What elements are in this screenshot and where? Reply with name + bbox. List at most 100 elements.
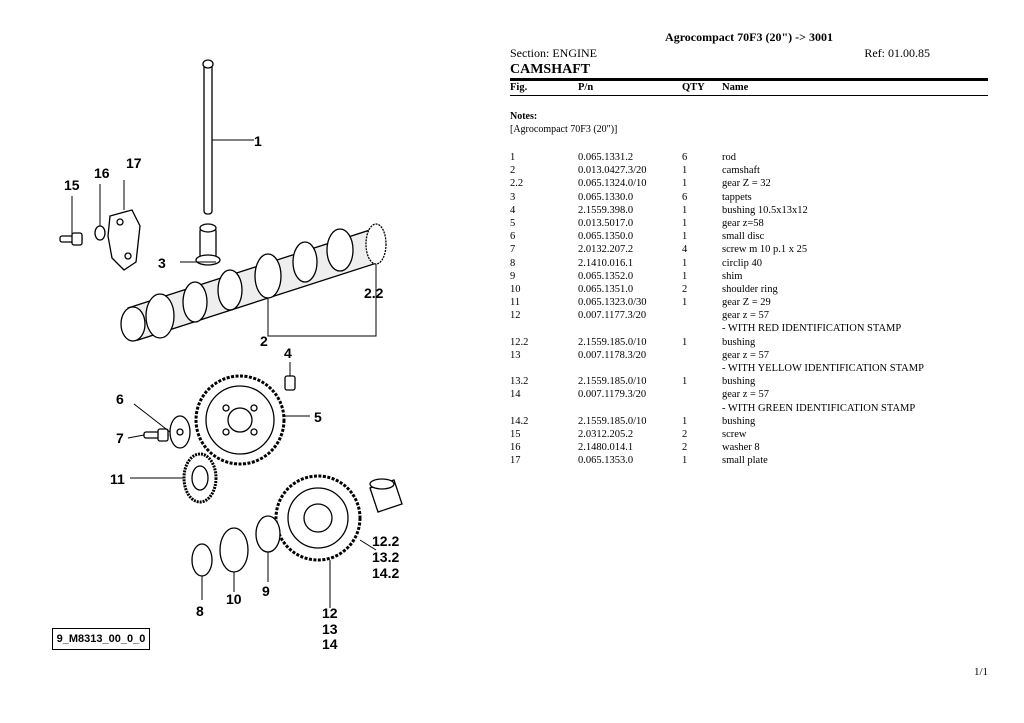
row-fig: 14.2 xyxy=(510,415,529,427)
washer-drawing xyxy=(94,225,106,241)
row-fig: 5 xyxy=(510,217,516,229)
row-fig: 14 xyxy=(510,389,521,401)
row-qty: 2 xyxy=(682,428,688,440)
row-fig: 2.2 xyxy=(510,178,524,190)
callout-7: 7 xyxy=(116,430,124,446)
callout-3: 3 xyxy=(158,255,166,271)
row-qty: 1 xyxy=(682,165,688,177)
exploded-parts-diagram: 1 2 2.2 3 4 5 6 7 8 9 10 11 12 13 14 12.… xyxy=(40,40,480,660)
header-pn: P/n xyxy=(578,82,594,93)
gear-12-drawing xyxy=(274,474,362,562)
row-part-number: 0.013.0427.3/20 xyxy=(578,165,647,177)
row-name: - WITH YELLOW IDENTIFICATION STAMP xyxy=(722,363,924,374)
row-fig: 17 xyxy=(510,455,521,467)
row-qty: 1 xyxy=(682,455,688,467)
row-part-number: 0.065.1331.2 xyxy=(578,152,634,163)
notes-block: Notes: [Agrocompact 70F3 (20")] xyxy=(510,110,988,136)
row-part-number: 2.1480.014.1 xyxy=(578,442,634,454)
screw-drawing xyxy=(59,232,83,246)
table-row: 14 0.007.1179.3/20 gear z = 57 xyxy=(510,389,988,402)
shoulder-ring-drawing xyxy=(219,527,249,573)
row-qty: 1 xyxy=(682,297,688,309)
row-part-number: 0.065.1353.0 xyxy=(578,455,634,467)
row-part-number: 0.007.1177.3/20 xyxy=(578,310,647,322)
row-name: shoulder ring xyxy=(722,283,778,295)
row-qty: 2 xyxy=(682,442,688,454)
callout-13-2: 13.2 xyxy=(372,549,399,565)
row-name: - WITH GREEN IDENTIFICATION STAMP xyxy=(722,402,916,414)
header-fig: Fig. xyxy=(510,82,528,93)
shim-drawing xyxy=(255,515,281,553)
row-part-number: 0.007.1179.3/20 xyxy=(578,389,647,401)
rod-drawing xyxy=(202,59,214,215)
callout-17: 17 xyxy=(126,155,142,171)
callout-16: 16 xyxy=(94,165,110,181)
row-name: tappets xyxy=(722,191,752,203)
row-name: - WITH RED IDENTIFICATION STAMP xyxy=(722,323,902,335)
header-qty: QTY xyxy=(682,82,705,93)
tappet-drawing xyxy=(195,223,221,266)
section-label: Section: ENGINE xyxy=(510,46,597,60)
row-qty: 1 xyxy=(682,376,688,388)
screw-7-drawing xyxy=(143,428,169,442)
callout-1: 1 xyxy=(254,133,262,149)
row-name: washer 8 xyxy=(722,442,760,454)
callout-14: 14 xyxy=(322,636,338,652)
row-part-number: 2.1559.398.0 xyxy=(578,204,634,216)
row-name: circlip 40 xyxy=(722,257,762,269)
row-fig: 1 xyxy=(510,152,516,163)
row-name: gear Z = 32 xyxy=(722,178,771,190)
callout-2: 2 xyxy=(260,333,268,349)
row-fig: 16 xyxy=(510,442,521,454)
callout-6: 6 xyxy=(116,391,124,407)
small-plate-drawing xyxy=(107,209,141,271)
row-part-number: 0.065.1330.0 xyxy=(578,191,634,203)
circlip-drawing xyxy=(191,543,213,577)
callout-13: 13 xyxy=(322,621,338,637)
row-fig: 6 xyxy=(510,231,516,243)
row-part-number: 2.1410.016.1 xyxy=(578,257,634,269)
large-gear-drawing xyxy=(194,374,286,466)
row-qty: 6 xyxy=(682,152,688,163)
row-fig: 15 xyxy=(510,428,521,440)
row-fig: 9 xyxy=(510,270,516,282)
row-qty: 1 xyxy=(682,415,688,427)
section-row: Section: ENGINE Ref: 01.00.85 xyxy=(510,46,988,62)
camshaft-gear-drawing xyxy=(365,223,387,265)
document-title: Agrocompact 70F3 (20") -> 3001 xyxy=(665,30,833,44)
table-row: 16 2.1480.014.1 2 washer 8 xyxy=(510,442,988,455)
row-part-number: 0.065.1352.0 xyxy=(578,270,634,282)
row-qty: 1 xyxy=(682,257,688,269)
row-name: gear z = 57 xyxy=(722,389,770,401)
row-qty: 6 xyxy=(682,191,688,203)
bushing-small-drawing xyxy=(284,375,296,391)
row-part-number: 0.065.1323.0/30 xyxy=(578,297,647,309)
row-name: gear z = 57 xyxy=(722,310,770,322)
leader-lines xyxy=(71,139,377,608)
row-name: bushing xyxy=(722,415,756,427)
callout-14-2: 14.2 xyxy=(372,565,399,581)
row-part-number: 2.0132.207.2 xyxy=(578,244,634,256)
callout-11: 11 xyxy=(110,471,125,487)
table-row: 17 0.065.1353.0 1 small plate xyxy=(510,455,988,468)
callout-12-2: 12.2 xyxy=(372,533,399,549)
row-name: bushing xyxy=(722,376,756,388)
table-header: Fig. P/n QTY Name xyxy=(510,78,988,96)
notes-label: Notes: xyxy=(510,111,538,122)
row-part-number: 2.1559.185.0/10 xyxy=(578,415,647,427)
row-name: small plate xyxy=(722,455,768,467)
reference-label: Ref: 01.00.85 xyxy=(864,46,930,60)
